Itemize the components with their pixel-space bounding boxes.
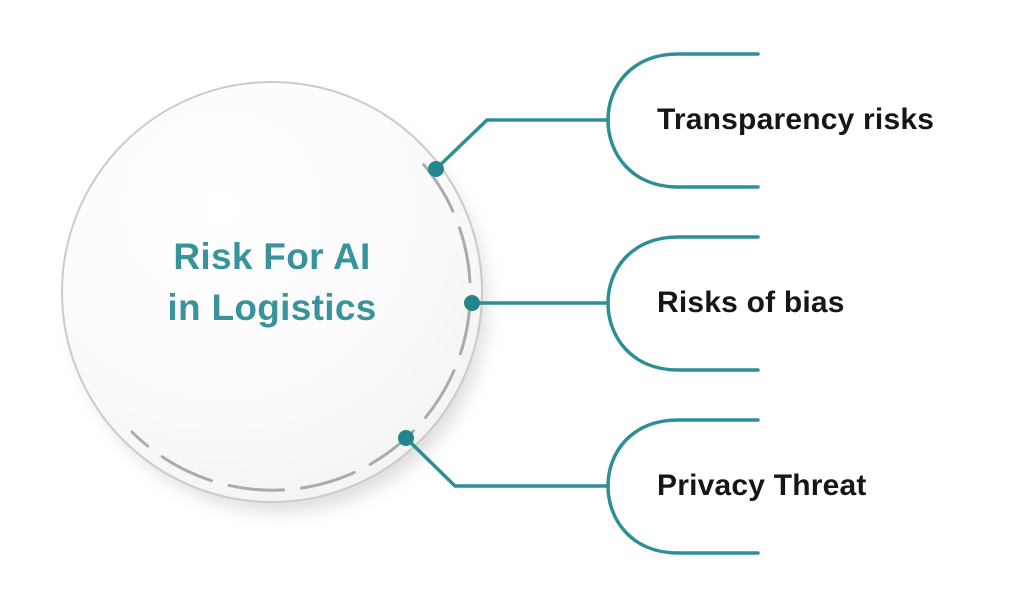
branch-label-privacy: Privacy Threat [657, 469, 867, 502]
connector-dot-privacy [398, 430, 414, 446]
connector-dot-bias [464, 295, 480, 311]
center-title: Risk For AI in Logistics [72, 231, 472, 333]
connector-line-privacy [404, 436, 610, 488]
connector-dot-transparency [428, 161, 444, 177]
branch-bracket-bias [606, 235, 760, 372]
center-title-line2: in Logistics [167, 287, 377, 328]
center-title-line1: Risk For AI [173, 236, 371, 277]
branch-bracket-privacy [606, 418, 760, 555]
center-circle [61, 81, 483, 503]
branch-bracket-transparency [606, 52, 760, 189]
branch-label-bias: Risks of bias [657, 286, 845, 319]
connector-line-transparency [434, 118, 610, 171]
branch-label-transparency: Transparency risks [657, 103, 935, 136]
